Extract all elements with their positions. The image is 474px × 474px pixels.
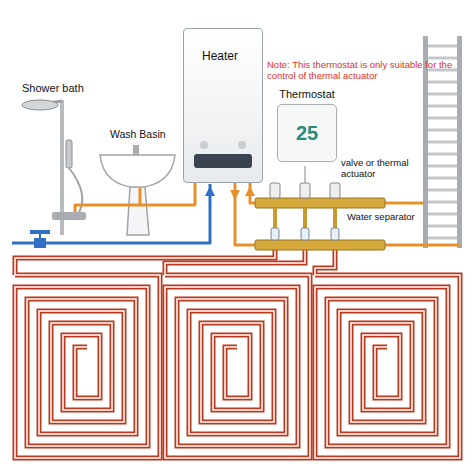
fixture-label: Wash Basin xyxy=(110,128,182,140)
thermostat-wire xyxy=(305,166,306,183)
radiator-pipe xyxy=(385,245,459,246)
thermal-actuator xyxy=(330,183,340,198)
flow-arrow xyxy=(245,186,255,196)
thermostat-device: Thermostat 25 xyxy=(268,88,346,168)
control-knob xyxy=(200,141,208,149)
pipes xyxy=(12,183,459,246)
basin-bowl xyxy=(100,155,175,188)
cold-water-pipe xyxy=(12,184,210,243)
radiator-rung xyxy=(428,45,457,48)
floor-pipe xyxy=(15,275,160,458)
flow-meter xyxy=(301,228,309,240)
floor-pipe-core xyxy=(165,250,305,275)
hot-water-pipe xyxy=(139,188,142,205)
manifold-bar xyxy=(255,240,385,250)
radiator-rung xyxy=(428,201,457,204)
floor-pipe-core xyxy=(15,275,160,458)
manifold-bar xyxy=(255,198,385,208)
inlet-valve xyxy=(30,230,50,248)
manifold-outlets xyxy=(270,183,340,240)
thermal-actuator xyxy=(270,183,280,198)
shower-head xyxy=(22,100,58,110)
hand-shower xyxy=(66,140,72,168)
floor-pipe xyxy=(165,250,305,275)
radiator-rung xyxy=(428,129,457,132)
temperature-reading: 25 xyxy=(296,122,318,145)
radiator-rung xyxy=(428,81,457,84)
radiator-rung xyxy=(428,213,457,216)
floor-pipe-core xyxy=(165,275,310,458)
node-title: Heater xyxy=(202,49,256,63)
floor-loops xyxy=(15,250,460,458)
radiator-rung xyxy=(428,105,457,108)
radiator-rung xyxy=(428,141,457,144)
part-label: valve or thermal actuator xyxy=(341,158,421,180)
floor-pipe xyxy=(315,275,460,458)
radiator-rung xyxy=(428,165,457,168)
thermostat-face: 25 xyxy=(277,104,337,162)
control-panel xyxy=(194,154,252,168)
basin-symbol xyxy=(100,145,175,235)
node-title: Thermostat xyxy=(268,88,346,104)
valve-stem xyxy=(39,233,41,239)
shower-mixer xyxy=(52,212,86,220)
flow-arrow xyxy=(205,186,215,196)
radiator-rung xyxy=(428,153,457,156)
control-knob xyxy=(238,141,246,149)
shower-symbol xyxy=(22,100,86,235)
floor-pipe xyxy=(315,250,335,275)
radiator-rung xyxy=(428,117,457,120)
flow-meter xyxy=(331,228,339,240)
radiator-pipe xyxy=(385,202,424,205)
basin-tap xyxy=(133,145,139,155)
radiator-rung xyxy=(428,93,457,96)
basin-pedestal xyxy=(127,187,149,235)
part-label: Water separator xyxy=(347,212,423,223)
heater-box: Heater xyxy=(183,28,263,183)
floor-pipe-core xyxy=(315,250,335,275)
radiator-rung xyxy=(428,189,457,192)
flow-arrow xyxy=(230,190,240,200)
valve-body xyxy=(34,238,46,248)
floor-pipe-core xyxy=(315,275,460,458)
note-text: Note: This thermostat is only suitable f… xyxy=(267,60,472,82)
floor-pipe xyxy=(165,275,310,458)
thermal-actuator xyxy=(300,183,310,198)
radiator-rail xyxy=(457,36,462,248)
fixture-label: Shower bath xyxy=(22,82,112,95)
radiator-rung xyxy=(428,237,457,240)
radiator-rung xyxy=(428,225,457,228)
radiator-rung xyxy=(428,177,457,180)
flow-meter xyxy=(271,228,279,240)
hot-water-pipe xyxy=(75,183,195,212)
radiator-rungs xyxy=(428,46,457,238)
